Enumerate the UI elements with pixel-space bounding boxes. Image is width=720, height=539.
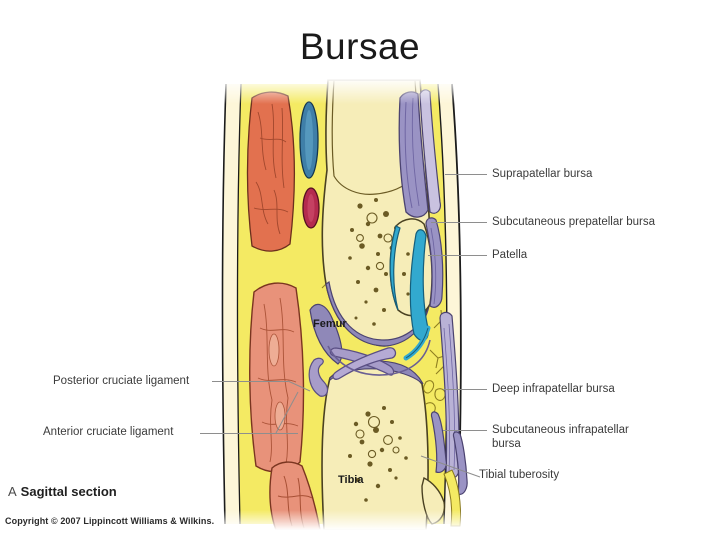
leader-subcutaneous-prepatellar-bursa xyxy=(431,222,487,223)
copyright-notice: Copyright © 2007 Lippincott Williams & W… xyxy=(5,516,215,526)
label-posterior-cruciate-ligament: Posterior cruciate ligament xyxy=(53,375,190,387)
label-tibial-tuberosity: Tibial tuberosity xyxy=(479,469,560,481)
caption-letter: A xyxy=(8,484,17,499)
label-suprapatellar-bursa: Suprapatellar bursa xyxy=(492,168,593,180)
femur-label: Femur xyxy=(313,318,347,330)
leader-subcutaneous-infrapatellar-bursa xyxy=(443,430,487,431)
label-subcutaneous-prepatellar-bursa: Subcutaneous prepatellar bursa xyxy=(492,216,656,228)
label-anterior-cruciate-ligament: Anterior cruciate ligament xyxy=(43,426,174,438)
leader-anterior-cruciate-ligament xyxy=(200,433,298,434)
leader-tibial-tuberosity xyxy=(420,455,481,478)
label-subcutaneous-infrapatellar-bursa: Subcutaneous infrapatellar bursa xyxy=(492,424,629,450)
label-deep-infrapatellar-bursa: Deep infrapatellar bursa xyxy=(492,383,615,395)
leader-posterior-cruciate-ligament xyxy=(212,381,288,382)
label-patella: Patella xyxy=(492,249,528,261)
caption-text: Sagittal section xyxy=(20,484,117,499)
leader-acl-tick xyxy=(275,391,299,434)
leader-pcl-tick xyxy=(287,380,311,392)
leader-suprapatellar-bursa xyxy=(445,174,487,175)
knee-sagittal-illustration: Femur Tibia xyxy=(210,78,472,530)
page-title: Bursae xyxy=(299,26,421,67)
leader-patella xyxy=(428,255,487,256)
leader-deep-infrapatellar-bursa xyxy=(443,389,487,390)
tibia-label: Tibia xyxy=(338,474,364,486)
